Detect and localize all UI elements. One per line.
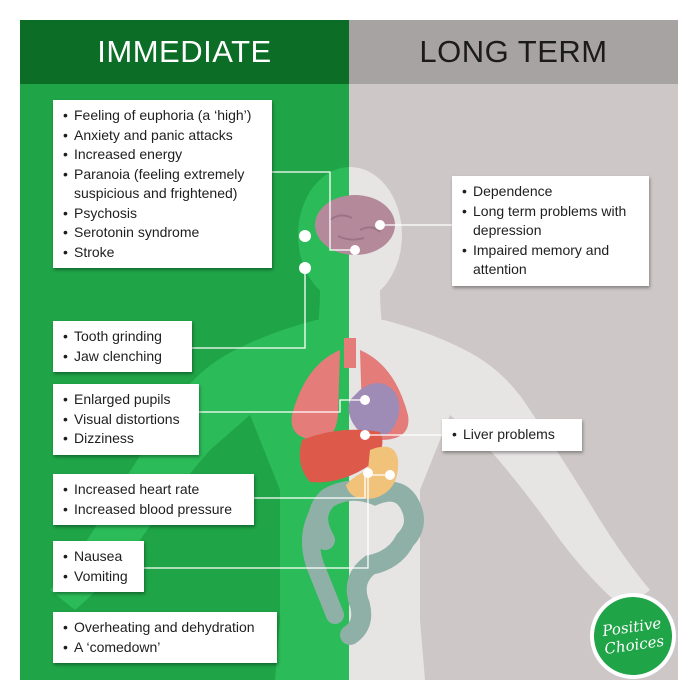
list-item: A ‘comedown’ [63,638,267,658]
list-item: Jaw clenching [63,347,182,367]
list-item: Enlarged pupils [63,390,189,410]
list-item: Dependence [462,182,639,202]
card-long-term-mental: Dependence Long term problems with depre… [452,176,649,286]
colon [302,501,344,624]
trachea [344,338,356,368]
list-item: Impaired memory and attention [462,241,639,280]
card-heart-effects: Increased heart rate Increased blood pre… [53,474,254,525]
list-item: Nausea [63,547,134,567]
long-term-heading: LONG TERM [349,20,678,84]
list-item: Increased energy [63,145,262,165]
intestines [308,480,424,645]
list-item: Dizziness [63,429,189,449]
card-long-term-liver: Liver problems [442,419,582,451]
list-item: Serotonin syndrome [63,223,262,243]
list-item: Increased blood pressure [63,500,244,520]
list-item: Psychosis [63,204,262,224]
card-stomach-effects: Nausea Vomiting [53,541,144,592]
list-item: Feeling of euphoria (a ‘high’) [63,106,262,126]
immediate-heading: IMMEDIATE [20,20,349,84]
list-item: Overheating and dehydration [63,618,267,638]
connector-dots [299,220,395,480]
body-figure [50,167,650,680]
list-item: Visual distortions [63,410,189,430]
card-jaw-effects: Tooth grinding Jaw clenching [53,321,192,372]
card-cognitive-effects: Feeling of euphoria (a ‘high’) Anxiety a… [53,100,272,268]
brain-folds [329,214,381,241]
connector-lines [144,171,452,569]
positive-choices-logo: Positive Choices [588,591,678,681]
list-item: Long term problems with depression [462,202,639,241]
list-item: Paranoia (feeling extremely suspicious a… [63,165,262,204]
heart [348,382,400,438]
list-item: Anxiety and panic attacks [63,126,262,146]
list-item: Tooth grinding [63,327,182,347]
list-item: Liver problems [452,425,572,445]
card-visual-effects: Enlarged pupils Visual distortions Dizzi… [53,384,199,455]
list-item: Stroke [63,243,262,263]
liver [299,429,383,483]
list-item: Increased heart rate [63,480,244,500]
brain [315,195,395,255]
card-general-effects: Overheating and dehydration A ‘comedown’ [53,612,277,663]
list-item: Vomiting [63,567,134,587]
left-lung [291,350,340,440]
